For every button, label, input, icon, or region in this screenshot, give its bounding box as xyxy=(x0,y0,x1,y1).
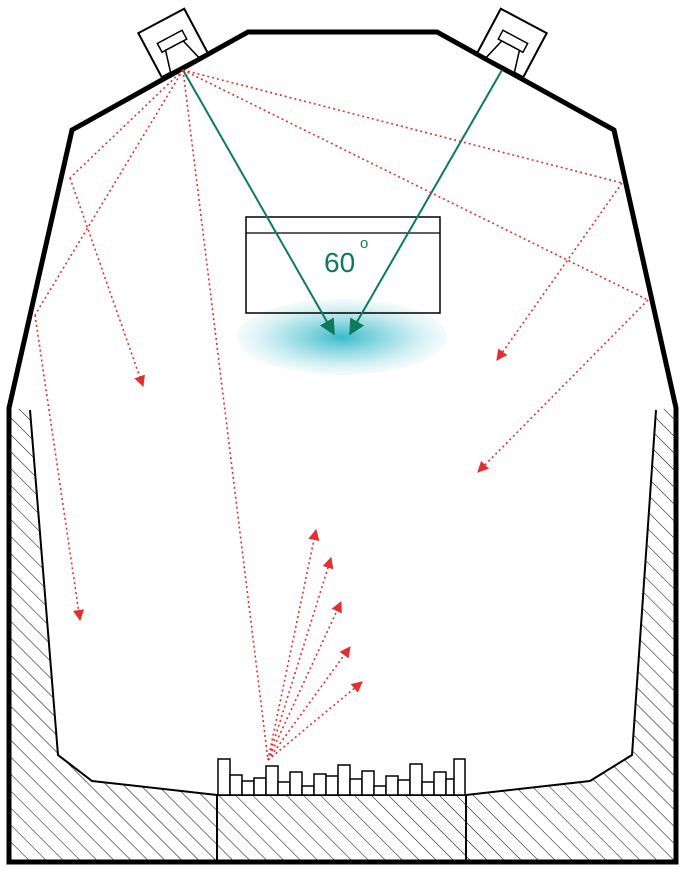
reflection-ray xyxy=(69,177,145,388)
reflection-ray xyxy=(267,646,351,761)
reflection-ray xyxy=(477,299,649,473)
reflection-ray xyxy=(267,556,334,761)
direct-ray-right xyxy=(349,69,503,336)
reflection-ray xyxy=(34,314,85,622)
reflection-ray xyxy=(267,600,342,761)
reflection-ray xyxy=(267,681,363,761)
reflection-rays xyxy=(34,69,649,761)
inner-wall xyxy=(29,409,657,796)
rear-diffuser xyxy=(217,758,466,796)
angle-value: 60 xyxy=(324,247,355,278)
listening-spot xyxy=(237,299,447,375)
direct-sound-rays xyxy=(182,69,503,336)
direct-ray-left xyxy=(182,69,335,336)
angle-unit: o xyxy=(360,235,368,252)
right-speaker xyxy=(475,7,549,79)
left-speaker xyxy=(136,7,210,79)
floor-hatch xyxy=(217,795,466,862)
wall-hatching xyxy=(9,408,676,862)
left-wall-hatch xyxy=(9,408,217,862)
room-outline xyxy=(6,29,679,865)
reflection-ray xyxy=(496,182,623,361)
reflection-ray xyxy=(267,528,320,761)
right-wall-hatch xyxy=(466,408,676,862)
